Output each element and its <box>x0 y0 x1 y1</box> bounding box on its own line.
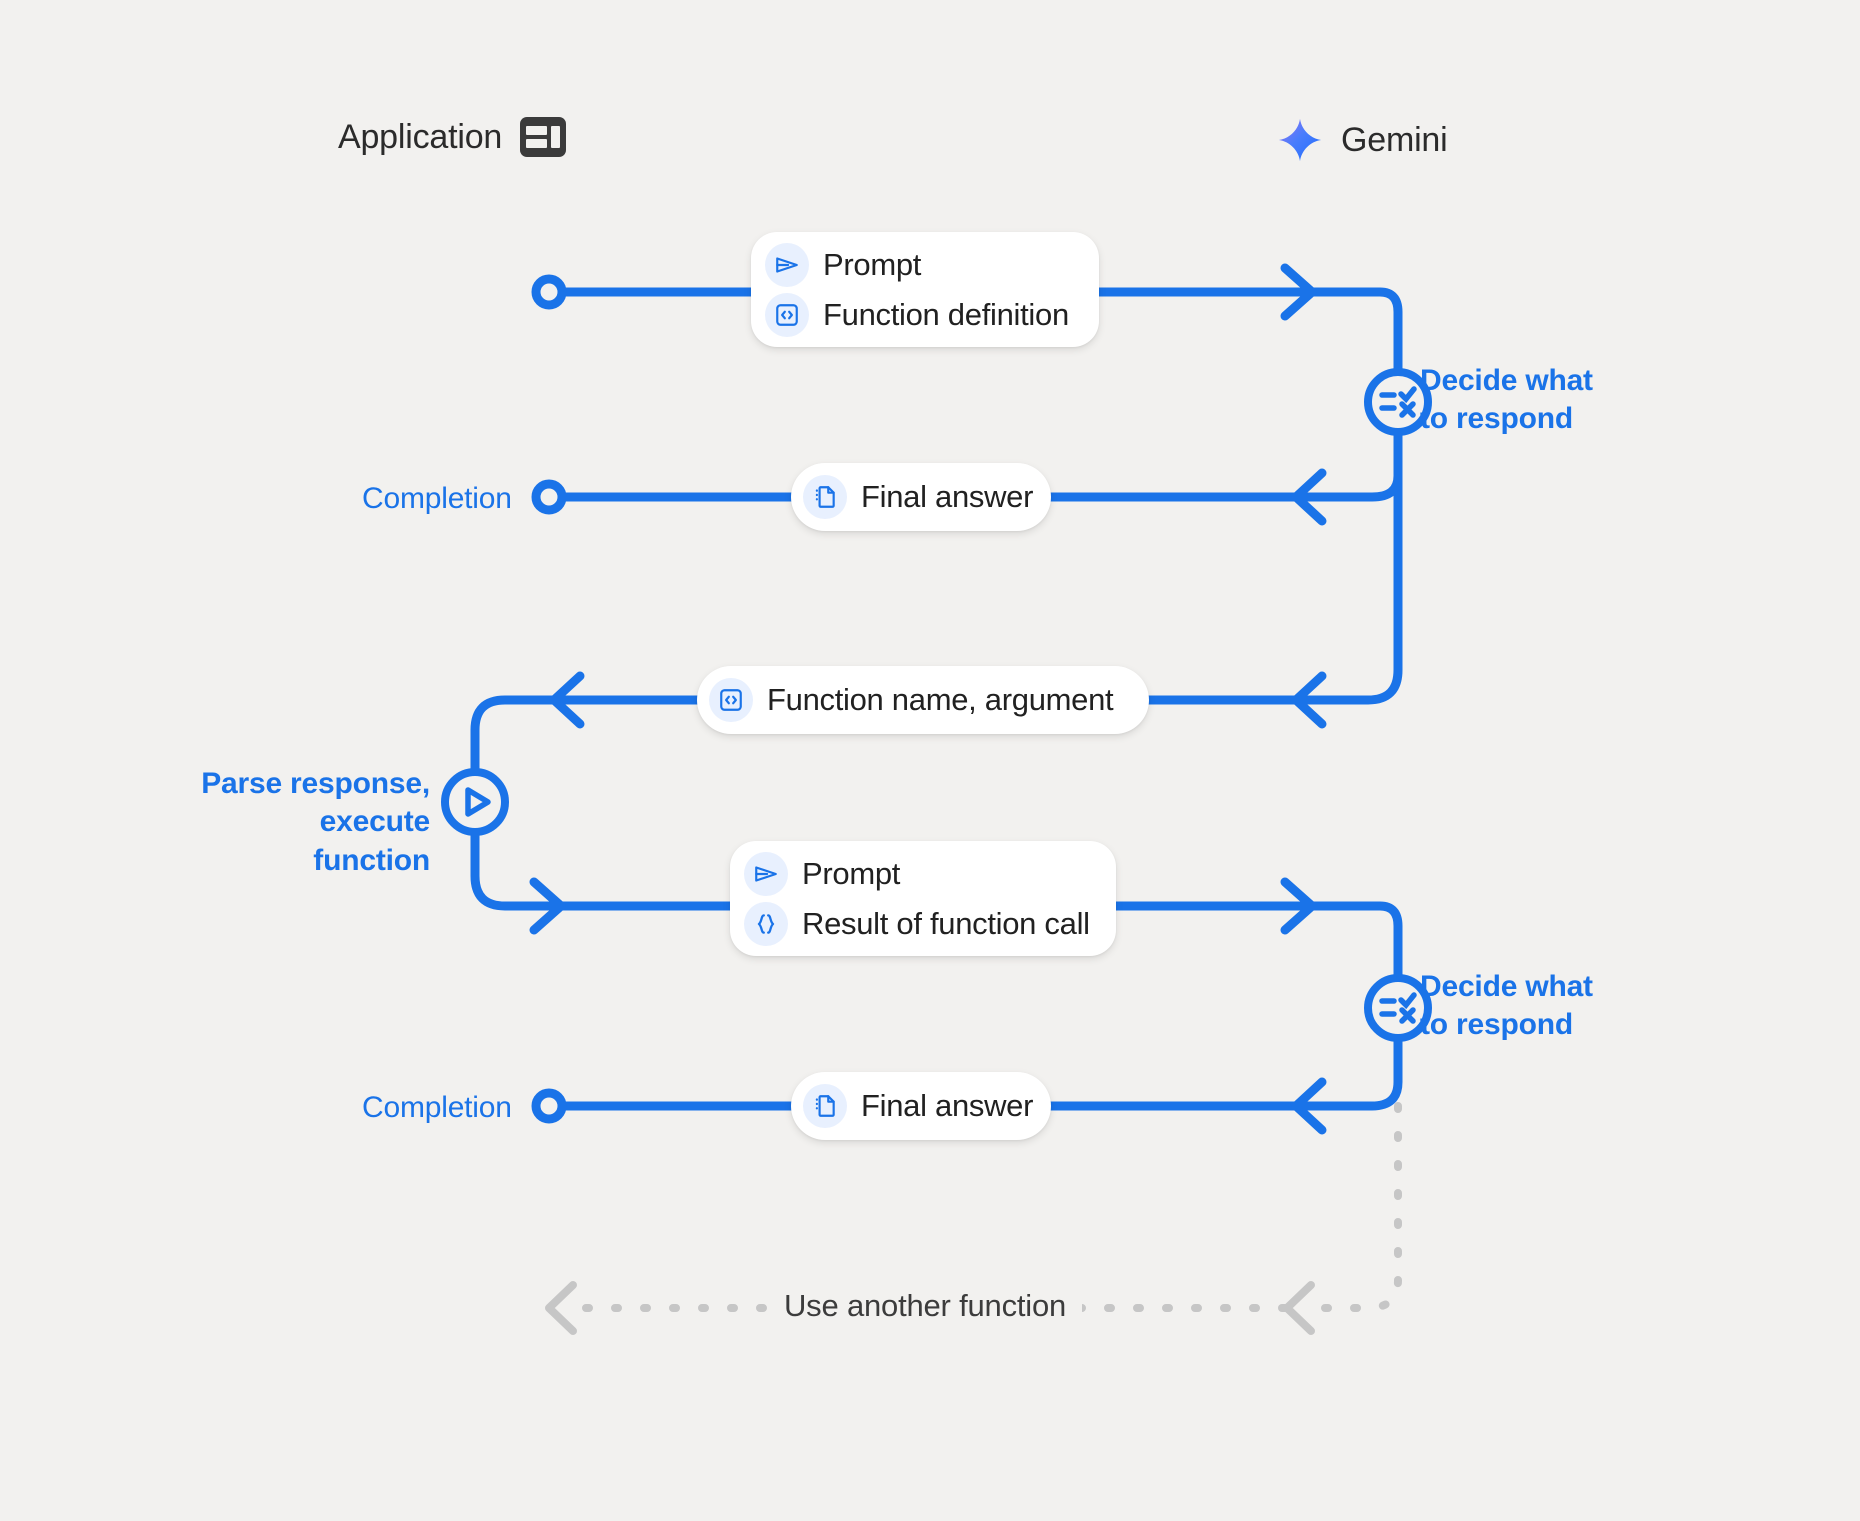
message-bubble-request-1[interactable]: Prompt Function definition <box>751 232 1099 347</box>
annotation-decide-2: Decide what to respond <box>1420 970 1593 1042</box>
arrowhead-completion-2 <box>1291 1077 1327 1135</box>
bubble-row-label: Final answer <box>861 1088 1034 1124</box>
decide-node-1 <box>1364 368 1432 436</box>
bubble-row-label: Result of function call <box>802 905 1090 941</box>
connector-parse-in <box>470 695 565 777</box>
start-marker-request-1 <box>531 274 567 310</box>
arrowhead-function-call-app <box>549 671 585 729</box>
decide-node-2 <box>1364 974 1432 1042</box>
arrowhead-loop-gemini <box>1283 1281 1315 1335</box>
message-bubble-request-2[interactable]: Prompt Result of function call <box>730 841 1116 956</box>
lane-label-application: Application <box>338 117 503 156</box>
send-prompt-icon <box>765 242 809 287</box>
annotation-parse-execute: Parse response, execute function <box>201 767 430 877</box>
connector-parse-out <box>470 827 565 911</box>
message-bubble-completion-2[interactable]: Final answer <box>791 1072 1051 1140</box>
send-prompt-icon <box>744 851 788 896</box>
annotation-decide-1: Decide what to respond <box>1420 364 1593 436</box>
bubble-row-label: Function definition <box>823 296 1069 332</box>
arrowhead-completion-1 <box>1291 468 1327 526</box>
bubble-row-label: Prompt <box>802 855 901 891</box>
bubble-row-label: Function name, argument <box>767 682 1114 718</box>
lane-label-gemini: Gemini <box>1341 120 1448 159</box>
annotation-completion-2: Completion <box>362 1091 512 1124</box>
parse-execute-node <box>441 768 509 836</box>
bubble-row: Prompt <box>765 242 1073 287</box>
lane-header-gemini: Gemini <box>1277 117 1448 163</box>
bubble-row: Function definition <box>765 292 1073 337</box>
arrowhead-request-2 <box>1280 877 1317 935</box>
message-bubble-completion-1[interactable]: Final answer <box>791 463 1051 531</box>
gemini-sparkle-icon <box>1278 118 1322 162</box>
annotation-completion-1: Completion <box>362 482 512 515</box>
code-brackets-icon <box>765 292 809 337</box>
message-bubble-function-call[interactable]: Function name, argument <box>697 666 1149 734</box>
bubble-row: Final answer <box>803 1084 1033 1128</box>
bubble-row: Final answer <box>803 475 1033 519</box>
arrowhead-function-call-gemini <box>1291 671 1327 729</box>
loop-back-dashed-vertical <box>1306 1102 1402 1312</box>
app-window-icon <box>520 117 567 157</box>
loop-back-label: Use another function <box>768 1288 1083 1324</box>
lane-header-application: Application <box>338 117 567 157</box>
bubble-row: Function name, argument <box>709 678 1119 722</box>
connector-decide-1-out <box>1295 427 1403 705</box>
document-icon <box>803 475 847 519</box>
document-icon <box>803 1084 847 1128</box>
curly-braces-icon <box>744 901 788 946</box>
arrowhead-loop-app <box>545 1281 577 1335</box>
completion-marker-1 <box>531 479 567 515</box>
completion-marker-2 <box>531 1088 567 1124</box>
bubble-row: Prompt <box>744 851 1090 896</box>
bubble-row-label: Final answer <box>861 479 1034 515</box>
arrowhead-request-1 <box>1280 263 1317 321</box>
bubble-row: Result of function call <box>744 901 1090 946</box>
bubble-row-label: Prompt <box>823 246 922 282</box>
arrowhead-parse-out <box>529 877 566 935</box>
code-brackets-icon <box>709 678 753 722</box>
